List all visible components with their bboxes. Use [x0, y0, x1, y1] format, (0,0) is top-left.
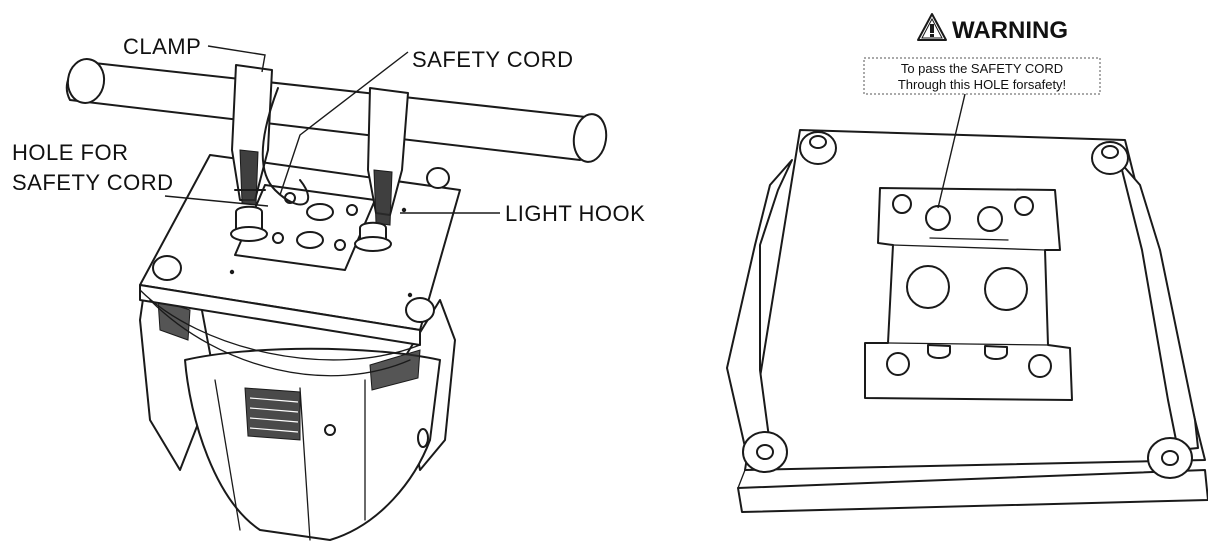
omega-bracket-top-view [864, 187, 1073, 401]
rubber-feet [742, 131, 1193, 479]
clamp-label: CLAMP [123, 34, 201, 59]
left-leader-lines [164, 45, 500, 214]
warning-callout: WARNING To pass the SAFETY CORD Through … [863, 13, 1101, 209]
light-hook-label: LIGHT HOOK [505, 201, 645, 226]
warning-line-1: To pass the SAFETY CORD [901, 61, 1063, 76]
truss-pipe [65, 58, 608, 163]
fixture-body [139, 284, 456, 541]
right-figure-base-underside [726, 129, 1208, 513]
hole-for-safety-cord-label-line1: HOLE FOR [12, 140, 128, 165]
warning-triangle-icon [917, 13, 947, 41]
safety-cord-label: SAFETY CORD [412, 47, 574, 72]
head-vent-grille [244, 387, 301, 441]
left-figure-moving-head-on-truss [65, 58, 608, 541]
warning-line-2: Through this HOLE forsafety! [898, 77, 1066, 92]
clamp-left [230, 64, 273, 242]
warning-leader-line [937, 93, 966, 209]
safety-cord [261, 87, 310, 206]
safety-cord-hole [925, 205, 951, 231]
hole-for-safety-cord-label-line2: SAFETY CORD [12, 170, 174, 195]
warning-title: WARNING [952, 17, 1068, 44]
clamp-right [354, 87, 409, 252]
